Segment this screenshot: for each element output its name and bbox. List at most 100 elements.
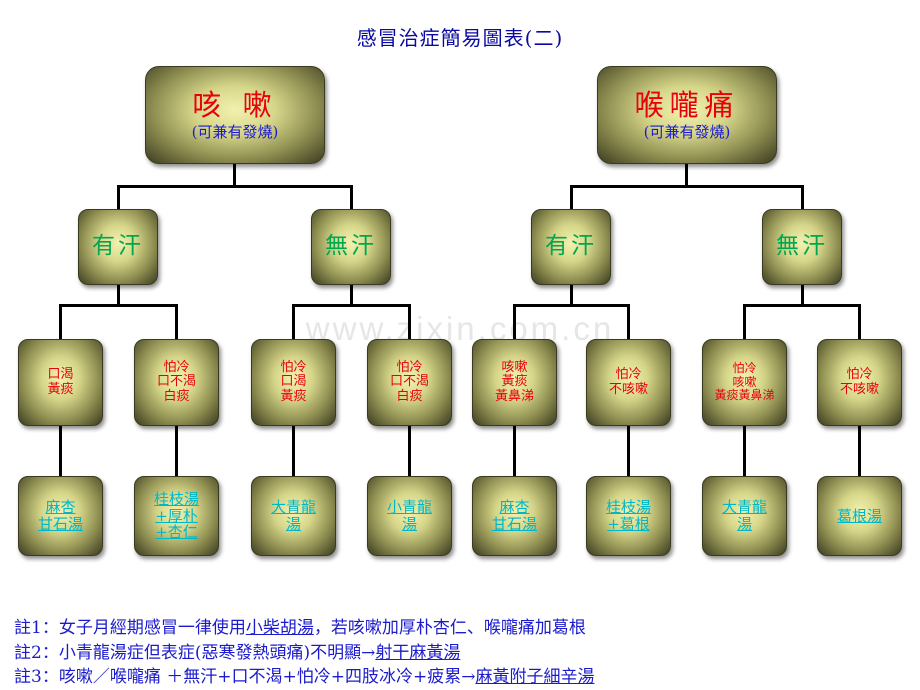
connector-line (858, 304, 861, 340)
connector-line (117, 185, 353, 188)
prescription-line: 麻杏 (45, 498, 76, 517)
symptom-node[interactable]: 怕冷 口渴 黃痰 (251, 339, 336, 426)
connector-line (858, 425, 861, 477)
connector-line (513, 304, 516, 340)
symptom-line: 白痰 (163, 388, 190, 404)
prescription-line: 甘石湯 (491, 515, 537, 533)
root-node-sore-throat[interactable]: 喉嚨痛 (可兼有發燒) (597, 66, 777, 164)
connector-line (59, 304, 178, 307)
connector-line (570, 185, 804, 188)
connector-line (801, 284, 804, 306)
branch-node-label: 有汗 (545, 233, 597, 260)
connector-line (233, 163, 236, 187)
prescription-line: 湯 (401, 515, 417, 533)
symptom-node[interactable]: 怕冷 不咳嗽 (817, 339, 902, 426)
connector-line (59, 425, 62, 477)
connector-line (117, 185, 120, 210)
prescription-line: 桂枝湯 (153, 489, 199, 508)
symptom-line: 怕冷 (846, 366, 873, 382)
symptom-line: 怕冷 (732, 361, 757, 376)
symptom-node[interactable]: 口渴 黃痰 (18, 339, 103, 426)
prescription-node[interactable]: 葛根湯 (817, 476, 902, 556)
note-text: 註2：小青龍湯症但表症(惡寒發熱頭痛)不明顯→ (14, 642, 376, 663)
connector-line (513, 425, 516, 477)
connector-line (685, 163, 688, 187)
prescription-line: 甘石湯 (37, 515, 83, 533)
branch-node-label: 無汗 (776, 233, 828, 260)
symptom-node[interactable]: 怕冷 口不渴 白痰 (134, 339, 219, 426)
symptom-node[interactable]: 怕冷 咳嗽 黃痰黃鼻涕 (702, 339, 787, 426)
notes-section: 註1：女子月經期感冒一律使用小柴胡湯，若咳嗽加厚朴杏仁、喉嚨痛加葛根 註2：小青… (14, 616, 914, 690)
prescription-node[interactable]: 大青龍 湯 (251, 476, 336, 556)
connector-line (570, 185, 573, 210)
root-node-cough-sublabel: (可兼有發燒) (191, 122, 279, 141)
branch-node-throat-nosweat[interactable]: 無汗 (762, 209, 842, 285)
root-node-cough[interactable]: 咳 嗽 (可兼有發燒) (145, 66, 325, 164)
branch-node-label: 無汗 (325, 233, 377, 260)
symptom-line: 黃鼻涕 (494, 388, 534, 404)
connector-line (408, 304, 411, 340)
symptom-line: 口渴 (47, 366, 74, 382)
connector-line (513, 304, 630, 307)
symptom-line: 白痰 (396, 388, 423, 404)
branch-node-throat-sweat[interactable]: 有汗 (531, 209, 611, 285)
symptom-node[interactable]: 怕冷 不咳嗽 (586, 339, 671, 426)
note-2: 註2：小青龍湯症但表症(惡寒發熱頭痛)不明顯→射干麻黃湯 (14, 641, 914, 666)
symptom-line: 怕冷 (396, 359, 423, 375)
prescription-node[interactable]: 小青龍 湯 (367, 476, 452, 556)
connector-line (350, 185, 353, 210)
branch-node-cough-sweat[interactable]: 有汗 (78, 209, 158, 285)
symptom-line: 怕冷 (163, 359, 190, 375)
connector-line (59, 304, 62, 340)
connector-line (627, 304, 630, 340)
symptom-line: 怕冷 (280, 359, 307, 375)
note-1: 註1：女子月經期感冒一律使用小柴胡湯，若咳嗽加厚朴杏仁、喉嚨痛加葛根 (14, 616, 914, 641)
symptom-node[interactable]: 咳嗽 黃痰 黃鼻涕 (472, 339, 557, 426)
prescription-node[interactable]: 桂枝湯 +厚朴 +杏仁 (134, 476, 219, 556)
connector-line (175, 425, 178, 477)
prescription-node[interactable]: 大青龍 湯 (702, 476, 787, 556)
symptom-node[interactable]: 怕冷 口不渴 白痰 (367, 339, 452, 426)
symptom-line: 不咳嗽 (839, 381, 879, 397)
prescription-node[interactable]: 桂枝湯 +葛根 (586, 476, 671, 556)
prescription-line: 湯 (285, 515, 301, 533)
note-text: ，若咳嗽加厚朴杏仁、喉嚨痛加葛根 (313, 618, 586, 638)
symptom-line: 口不渴 (389, 374, 429, 390)
prescription-line: 大青龍 (270, 498, 316, 517)
prescription-line: 大青龍 (721, 498, 767, 517)
symptom-line: 咳嗽 (501, 359, 528, 375)
connector-line (570, 284, 573, 306)
connector-line (175, 304, 178, 340)
connector-line (743, 304, 861, 307)
prescription-line: 桂枝湯 (605, 498, 651, 517)
note-text: 註1：女子月經期感冒一律使用 (14, 618, 246, 638)
connector-line (117, 284, 120, 306)
connector-line (743, 304, 746, 340)
note-highlight: 射干麻黃湯 (375, 642, 461, 663)
connector-line (743, 425, 746, 477)
prescription-node[interactable]: 麻杏 甘石湯 (472, 476, 557, 556)
symptom-line: 黃痰 (47, 381, 74, 397)
connector-line (292, 304, 411, 307)
branch-node-cough-nosweat[interactable]: 無汗 (311, 209, 391, 285)
root-node-cough-label: 咳 嗽 (192, 88, 278, 123)
symptom-line: 口不渴 (156, 374, 196, 390)
prescription-line: 湯 (736, 515, 752, 533)
prescription-line: +葛根 (607, 515, 650, 533)
symptom-line: 黃痰 (501, 374, 528, 390)
symptom-line: 咳嗽 (732, 374, 757, 389)
prescription-line: 小青龍 (386, 498, 432, 517)
connector-line (408, 425, 411, 477)
note-highlight: 小柴胡湯 (245, 618, 314, 638)
symptom-line: 黃痰 (280, 388, 307, 404)
branch-node-label: 有汗 (92, 233, 144, 260)
root-node-sore-throat-sublabel: (可兼有發燒) (643, 122, 731, 141)
connector-line (292, 304, 295, 340)
page-title: 感冒治症簡易圖表(二) (356, 26, 564, 50)
prescription-node[interactable]: 麻杏 甘石湯 (18, 476, 103, 556)
symptom-line: 口渴 (280, 374, 307, 390)
note-3: 註3：咳嗽／喉嚨痛 ＋無汗+口不渴+怕冷+四肢冰冷+疲累→麻黃附子細辛湯 (14, 665, 914, 690)
note-highlight: 麻黃附子細辛湯 (475, 667, 595, 688)
prescription-line: 葛根湯 (836, 506, 882, 525)
